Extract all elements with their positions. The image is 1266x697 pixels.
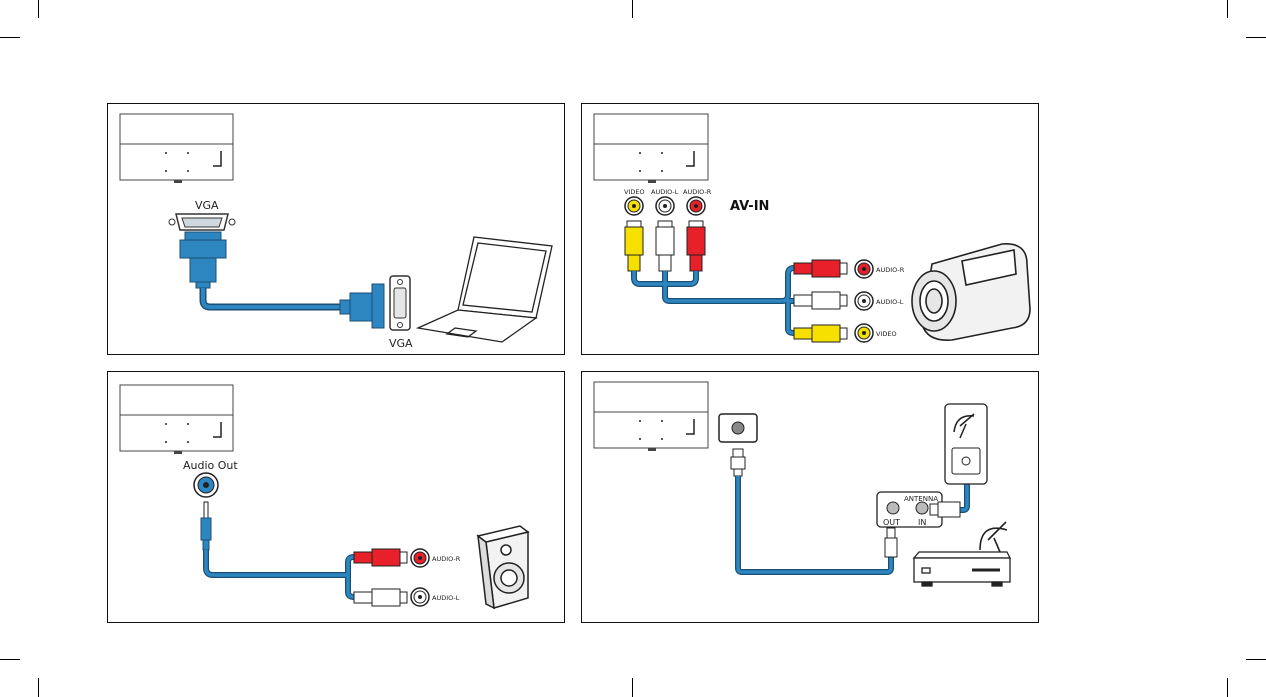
laptop-vga-port-icon: [389, 275, 411, 331]
spk-jack-audio-l-icon: [410, 587, 430, 607]
crop-mark: [1227, 0, 1228, 18]
vga-cable: [199, 288, 343, 311]
audio-out-jack-icon: [193, 472, 219, 498]
vga-diagram: VGA VGA: [119, 113, 553, 350]
tv-antenna-port-icon: [718, 413, 758, 443]
laptop-icon: [415, 236, 553, 343]
camcorder-icon: [911, 243, 1031, 341]
crop-mark: [1246, 37, 1266, 38]
vga-laptop-label: VGA: [389, 337, 413, 350]
audio-cable: [203, 550, 355, 600]
wall-cable: [960, 482, 970, 513]
jack-audio-l-icon: [655, 196, 675, 216]
cam-audio-l-label: AUDIO-L: [876, 298, 904, 306]
tv-icon: [593, 381, 709, 451]
rca-plug-yellow-h: [793, 324, 848, 343]
rca-plug-white-h: [793, 291, 848, 310]
antenna-out-label: OUT: [883, 518, 900, 527]
crop-mark: [632, 678, 633, 697]
antenna-label: ANTENNA: [904, 495, 938, 503]
speaker-icon: [476, 525, 530, 610]
tv-icon: [593, 113, 709, 183]
crop-mark: [1246, 659, 1266, 660]
rca-plug-red: [686, 220, 706, 272]
cam-video-label: VIDEO: [876, 330, 897, 338]
panel-audio-out: Audio Out AUDIO-R AUDIO-L: [107, 371, 565, 623]
crop-mark: [1227, 678, 1228, 697]
panel-vga: VGA VGA: [107, 103, 565, 355]
rca-plug-red-h: [353, 548, 408, 567]
rca-plug-red-h: [793, 259, 848, 278]
crop-mark: [0, 37, 20, 38]
antenna-in-label: IN: [918, 518, 926, 527]
rca-plug-white-h: [353, 588, 408, 607]
mini-jack-plug-icon: [200, 501, 212, 551]
jack-audio-r-icon: [686, 196, 706, 216]
cam-jack-audio-l-icon: [854, 291, 874, 311]
coax-plug-icon: [730, 448, 746, 477]
spk-audio-r-label: AUDIO-R: [432, 555, 461, 563]
audio-out-label: Audio Out: [183, 459, 238, 472]
jack-audio-l-label: AUDIO-L: [651, 188, 679, 196]
rca-plug-white: [655, 220, 675, 272]
vga-tv-label: VGA: [195, 199, 219, 212]
cam-jack-video-icon: [854, 323, 874, 343]
av-in-title: AV-IN: [730, 199, 769, 214]
crop-mark: [38, 678, 39, 697]
jack-video-icon: [624, 196, 644, 216]
audio-diagram: Audio Out AUDIO-R AUDIO-L: [119, 384, 530, 610]
rca-plug-yellow: [624, 220, 644, 272]
crop-mark: [632, 0, 633, 18]
vga-plug-icon: [179, 231, 227, 289]
jack-audio-r-label: AUDIO-R: [683, 188, 712, 196]
satellite-dish-small-icon: [953, 413, 975, 439]
av-diagram: VIDEO AUDIO-L AUDIO-R AV-IN AUDIO-R AUDI…: [593, 113, 1031, 343]
antenna-diagram: ANTENNA OUT IN: [593, 381, 1012, 587]
coax-plug-box-icon: [884, 527, 898, 558]
spk-jack-audio-r-icon: [410, 548, 430, 568]
cam-jack-audio-r-icon: [854, 259, 874, 279]
jack-video-label: VIDEO: [624, 188, 645, 196]
crop-mark: [38, 0, 39, 18]
panel-antenna: ANTENNA OUT IN: [581, 371, 1039, 623]
box-antenna-panel: [876, 491, 943, 528]
vga-port-icon: [168, 213, 236, 231]
tv-icon: [119, 113, 234, 183]
vga-plug-laptop-icon: [339, 283, 385, 329]
spk-audio-l-label: AUDIO-L: [432, 594, 460, 602]
satellite-dish-icon: [979, 521, 1008, 553]
cam-audio-r-label: AUDIO-R: [876, 266, 905, 274]
crop-mark: [0, 659, 20, 660]
coax-plug-in-icon: [929, 501, 961, 518]
av-cable: [631, 265, 795, 336]
coax-cable: [735, 476, 894, 575]
set-top-box-icon: [912, 551, 1012, 587]
tv-icon: [119, 384, 234, 454]
panel-av: VIDEO AUDIO-L AUDIO-R AV-IN AUDIO-R AUDI…: [581, 103, 1039, 355]
